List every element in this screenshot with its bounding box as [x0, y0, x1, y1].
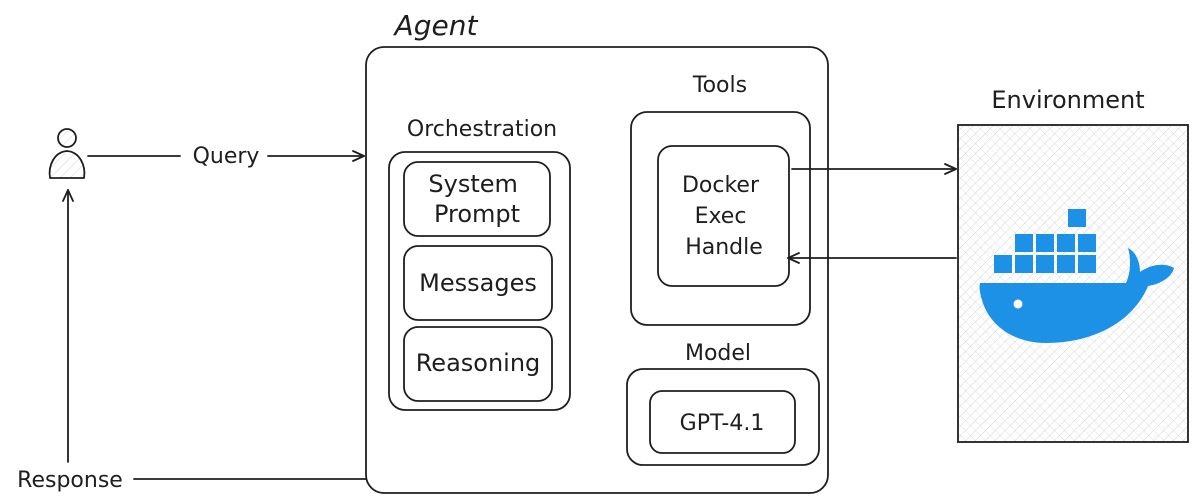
reasoning-label: Reasoning: [416, 349, 541, 377]
docker-whale-eye: [1013, 299, 1023, 309]
docker-whale-icon: [979, 209, 1174, 343]
agent-box: [365, 46, 829, 494]
docker-exec-handle-label: Docker Exec Handle: [682, 173, 766, 260]
docker-exec-handle-box: [657, 145, 790, 287]
agent-title: Agent: [393, 9, 479, 42]
orchestration-title: Orchestration: [407, 117, 557, 142]
model-title: Model: [685, 341, 751, 366]
tools-title: Tools: [692, 73, 747, 98]
messages-label: Messages: [419, 269, 537, 297]
tools-box: [630, 111, 811, 326]
docker-containers: [994, 209, 1096, 273]
gpt-box: [649, 390, 796, 454]
docker-whale-body: [979, 248, 1174, 343]
system-prompt-label: System Prompt: [428, 170, 525, 228]
model-name-label: GPT-4.1: [680, 411, 765, 436]
environment-title: Environment: [991, 86, 1144, 114]
messages-box: [403, 245, 553, 321]
reasoning-box: [403, 326, 553, 402]
response-label: Response: [17, 468, 123, 493]
system-prompt-box: [403, 161, 551, 237]
query-label: Query: [193, 144, 260, 169]
response-arrow: [62, 189, 367, 480]
orchestration-box: [388, 151, 571, 411]
user-icon: [48, 128, 86, 179]
model-box: [626, 368, 820, 466]
